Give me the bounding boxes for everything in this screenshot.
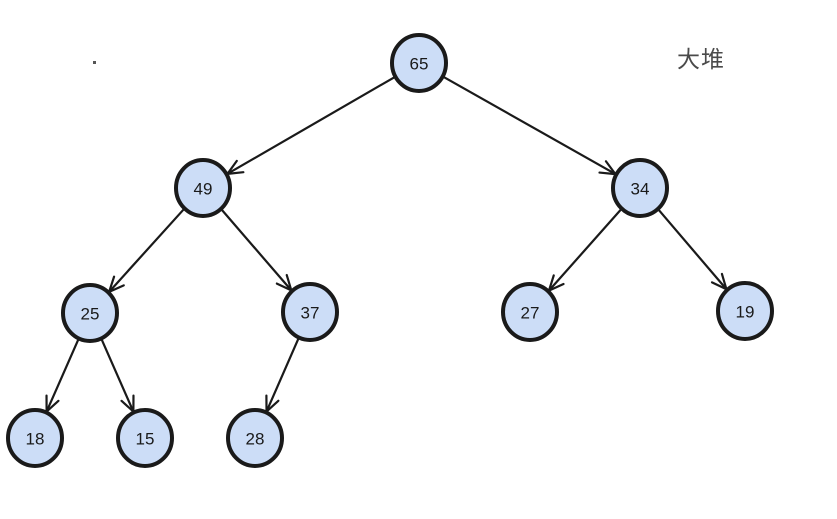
edges-layer bbox=[45, 75, 728, 413]
tree-edge bbox=[45, 337, 80, 413]
tree-node[interactable]: 37 bbox=[281, 282, 339, 342]
edge-line bbox=[45, 337, 80, 413]
node-circle[interactable] bbox=[281, 282, 339, 342]
tree-node[interactable]: 25 bbox=[61, 283, 119, 343]
tree-node[interactable]: 27 bbox=[501, 282, 559, 342]
tree-edge bbox=[226, 75, 397, 175]
tree-node[interactable]: 15 bbox=[116, 408, 174, 468]
edge-arrowhead-icon bbox=[226, 159, 245, 175]
node-circle[interactable] bbox=[174, 158, 232, 218]
tree-node[interactable]: 49 bbox=[174, 158, 232, 218]
edge-line bbox=[441, 75, 617, 176]
tree-edge bbox=[547, 207, 623, 292]
node-circle[interactable] bbox=[226, 408, 284, 468]
tree-edge bbox=[656, 207, 728, 291]
edge-line bbox=[108, 207, 186, 293]
edge-line bbox=[219, 207, 293, 292]
edge-line bbox=[656, 207, 728, 291]
edge-line bbox=[226, 75, 397, 175]
tree-node[interactable]: 18 bbox=[6, 408, 64, 468]
tree-node[interactable]: 65 bbox=[390, 33, 448, 93]
node-circle[interactable] bbox=[390, 33, 448, 93]
node-circle[interactable] bbox=[6, 408, 64, 468]
node-circle[interactable] bbox=[116, 408, 174, 468]
node-circle[interactable] bbox=[501, 282, 559, 342]
tree-edge bbox=[108, 207, 186, 293]
tree-node[interactable]: 19 bbox=[716, 281, 774, 341]
diagram-title: 大堆 bbox=[677, 46, 725, 72]
tree-edge bbox=[441, 75, 617, 176]
node-circle[interactable] bbox=[716, 281, 774, 341]
tree-edge bbox=[219, 207, 293, 292]
tree-node[interactable]: 28 bbox=[226, 408, 284, 468]
edge-line bbox=[265, 336, 300, 413]
tree-edge bbox=[100, 337, 135, 413]
node-circle[interactable] bbox=[611, 158, 669, 218]
tree-edge bbox=[265, 336, 300, 413]
stray-dot bbox=[93, 61, 96, 64]
node-circle[interactable] bbox=[61, 283, 119, 343]
tree-node[interactable]: 34 bbox=[611, 158, 669, 218]
edge-line bbox=[100, 337, 135, 413]
edge-line bbox=[547, 207, 623, 292]
